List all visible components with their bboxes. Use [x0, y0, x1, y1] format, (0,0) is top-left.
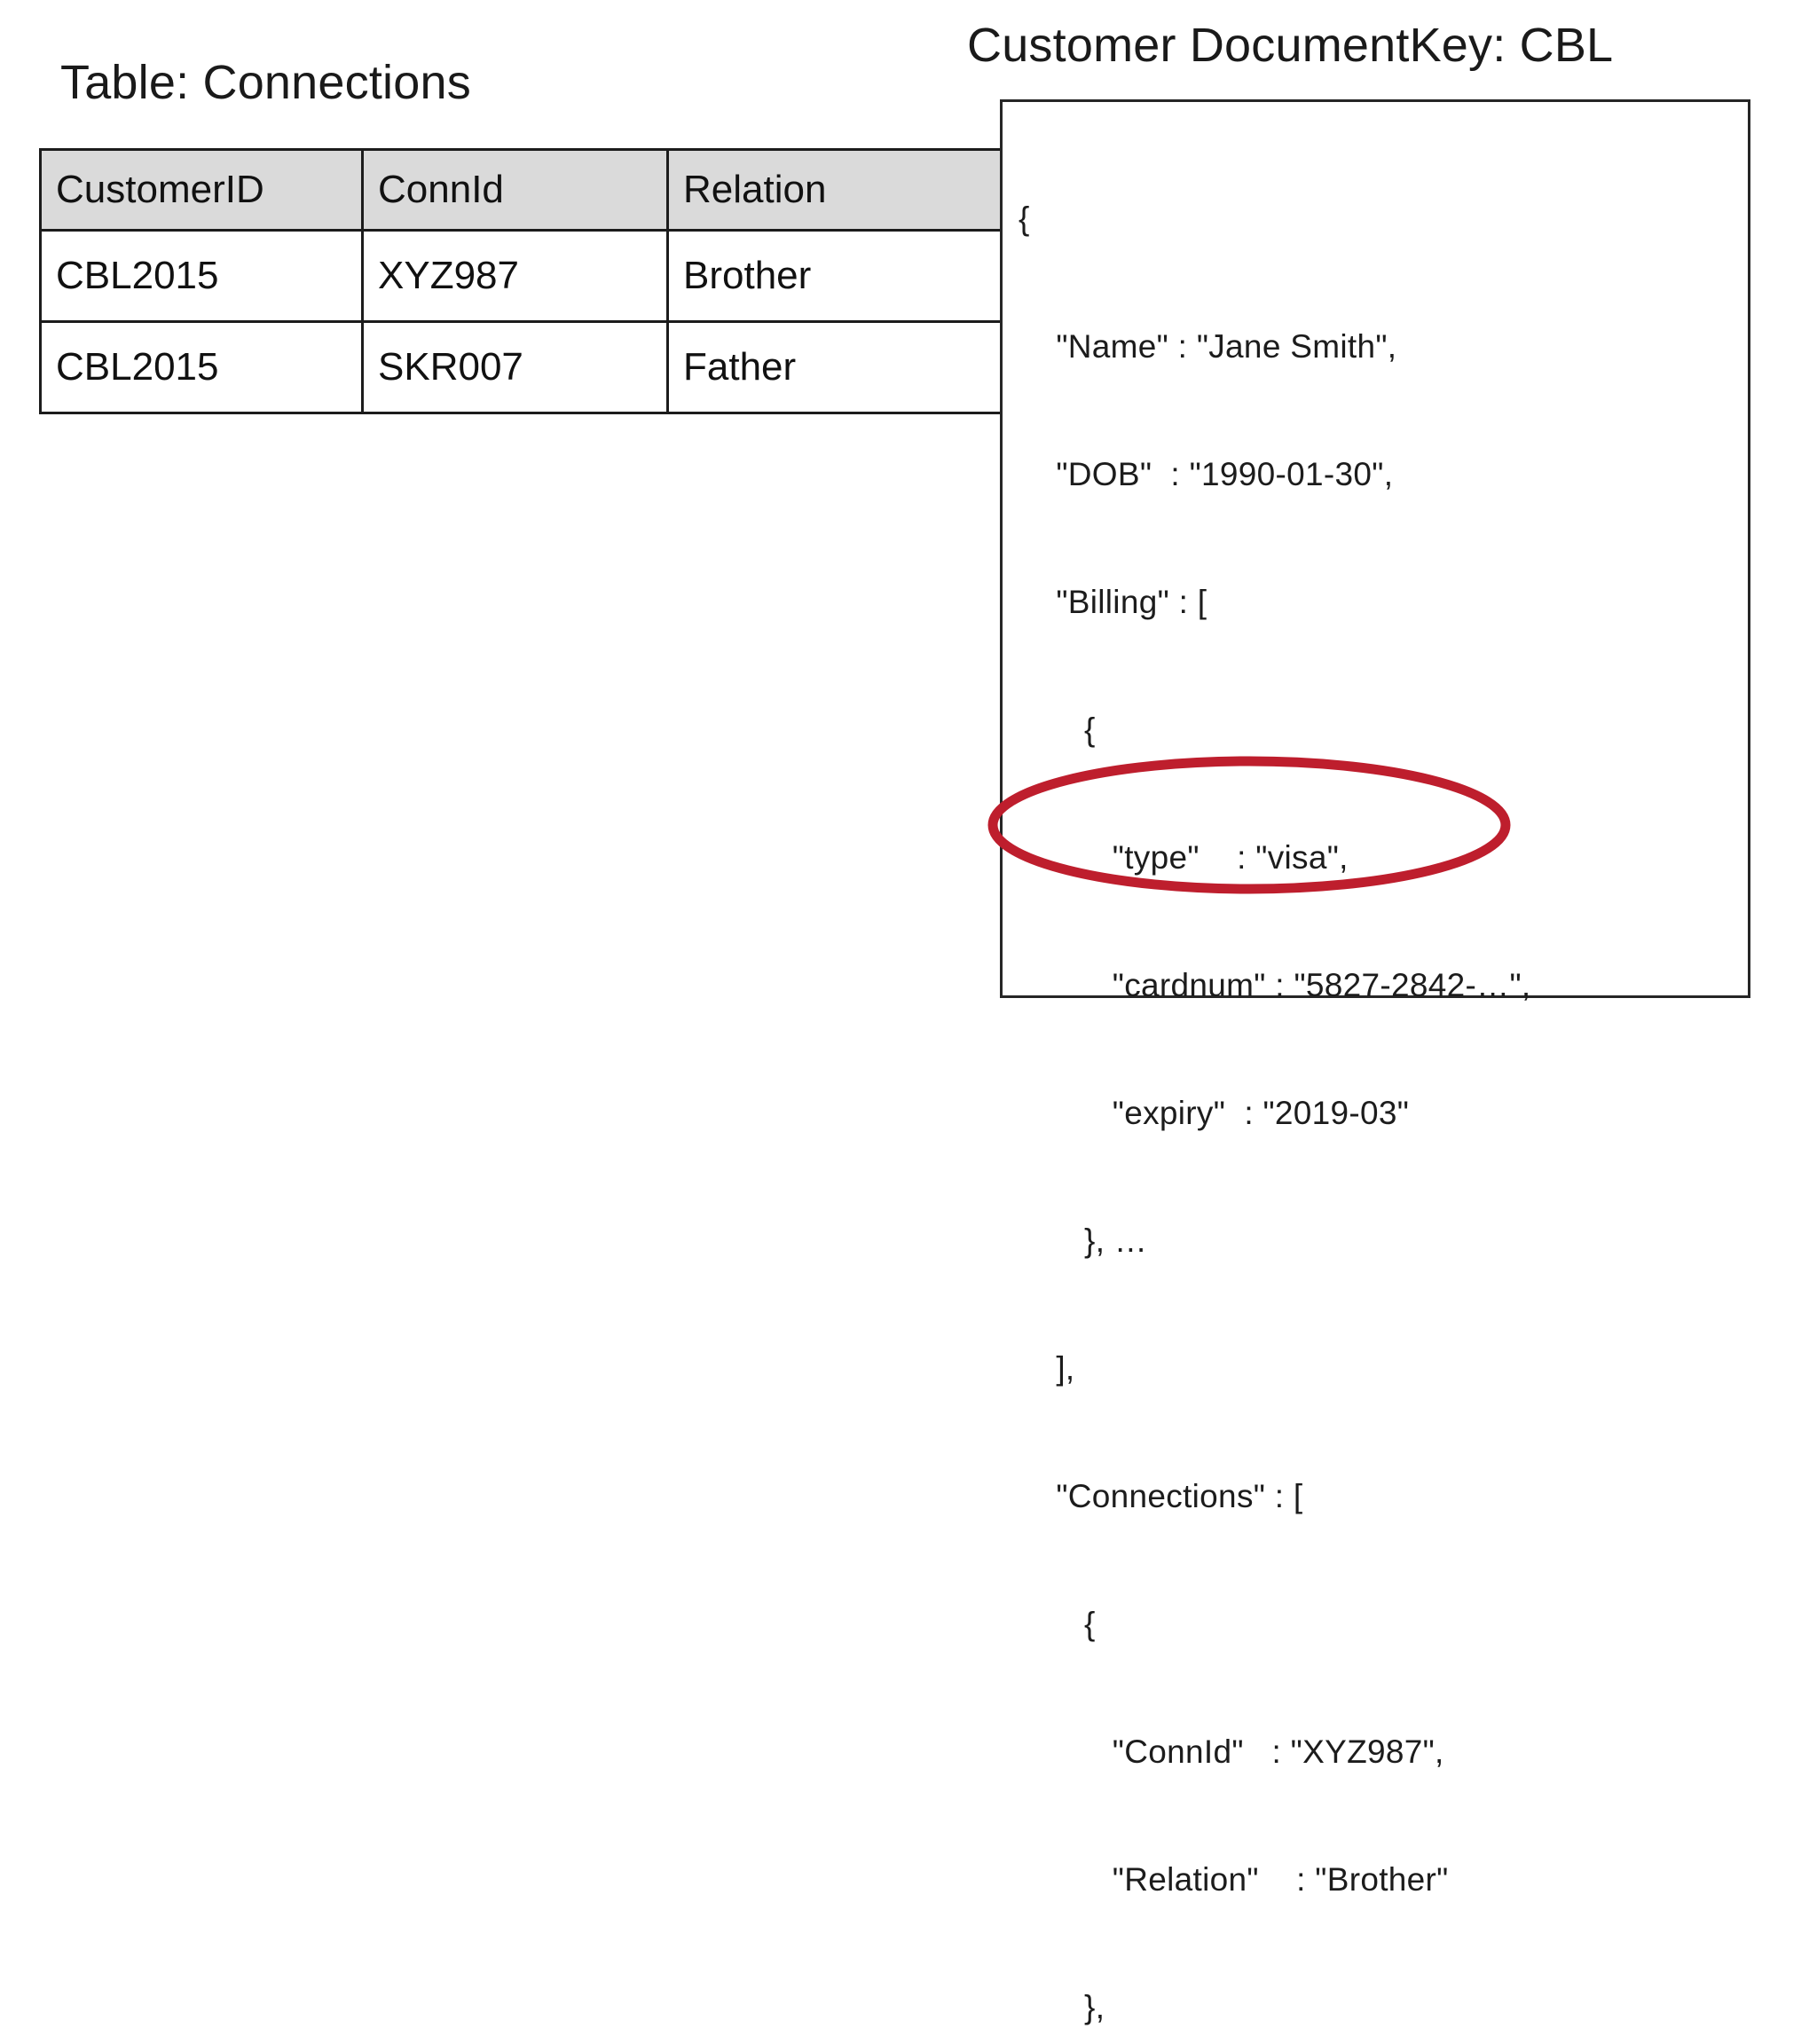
- json-line: {: [1019, 711, 1096, 748]
- json-document-code: { "Name" : "Jane Smith", "DOB" : "1990-0…: [1019, 113, 1530, 2044]
- cell-connid: SKR007: [361, 320, 669, 414]
- column-header-customerid: CustomerID: [39, 148, 364, 232]
- document-title: Customer DocumentKey: CBL: [967, 19, 1614, 72]
- json-line: "expiry" : "2019-03": [1019, 1095, 1410, 1131]
- table-row: CBL2015 SKR007 Father: [39, 320, 1038, 414]
- json-line: ],: [1019, 1350, 1075, 1387]
- connections-table: CustomerID ConnId Relation CBL2015 XYZ98…: [39, 148, 1038, 414]
- json-line: "cardnum" : "5827-2842-…",: [1019, 967, 1531, 1003]
- json-line: "Billing" : [: [1019, 584, 1207, 620]
- document-panel: Customer DocumentKey: CBL { "Name" : "Ja…: [967, 0, 1817, 2025]
- json-line: "DOB" : "1990-01-30",: [1019, 456, 1394, 492]
- json-line: {: [1019, 1606, 1096, 1642]
- json-line: "Relation" : "Brother": [1019, 1861, 1449, 1898]
- json-line: "Name" : "Jane Smith",: [1019, 328, 1397, 365]
- table-row: CBL2015 XYZ987 Brother: [39, 229, 1038, 323]
- json-line: "ConnId" : "XYZ987",: [1019, 1733, 1444, 1770]
- json-line: "type" : "visa",: [1019, 839, 1349, 876]
- relational-table-panel: Table: Connections CustomerID ConnId Rel…: [0, 0, 1038, 1022]
- cell-customerid: CBL2015: [39, 320, 364, 414]
- cell-connid: XYZ987: [361, 229, 669, 323]
- table-header-row: CustomerID ConnId Relation: [39, 148, 1038, 232]
- json-line: {: [1019, 200, 1030, 237]
- json-line: }, …: [1019, 1222, 1148, 1259]
- json-line: },: [1019, 1989, 1105, 2025]
- column-header-connid: ConnId: [361, 148, 669, 232]
- cell-relation: Father: [666, 320, 1038, 414]
- column-header-relation: Relation: [666, 148, 1038, 232]
- table-heading: Table: Connections: [60, 56, 471, 109]
- cell-customerid: CBL2015: [39, 229, 364, 323]
- json-document-box: { "Name" : "Jane Smith", "DOB" : "1990-0…: [1000, 99, 1750, 2025]
- json-line: "Connections" : [: [1019, 1478, 1303, 1514]
